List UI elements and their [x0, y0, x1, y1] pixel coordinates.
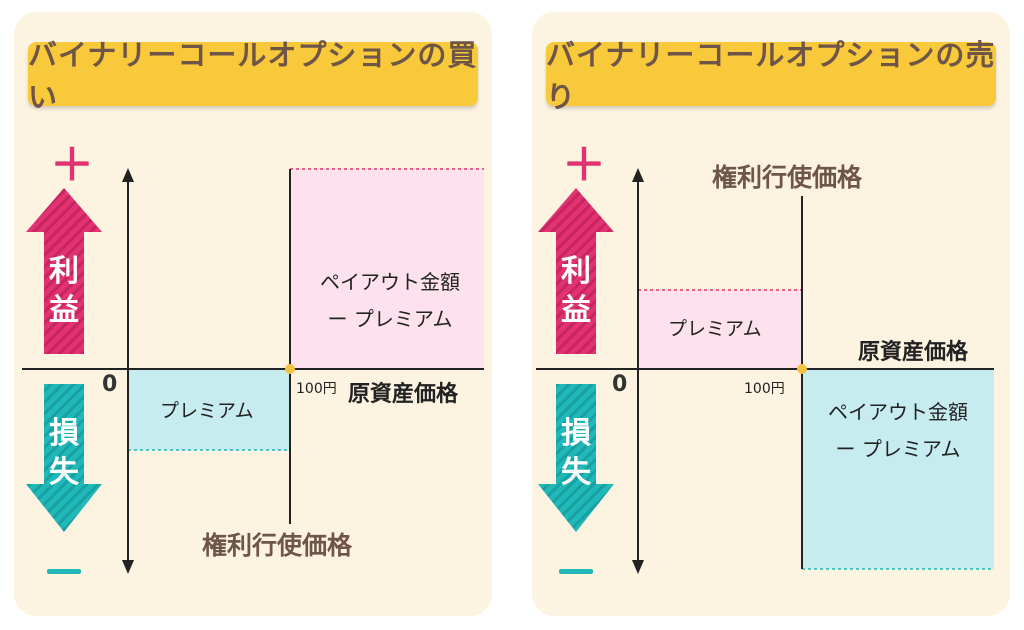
plus-sign: ＋: [562, 140, 606, 191]
y-axis-arrow-down: [122, 560, 134, 574]
loss-label: 損 失: [561, 416, 591, 490]
x-axis-label: 原資産価格: [348, 382, 459, 407]
x-axis-label: 原資産価格: [858, 340, 969, 365]
premium-profit-area: [638, 290, 802, 369]
profit-arrow: [538, 188, 614, 354]
payout-label: ペイアウト金額 ー プレミアム: [320, 270, 460, 331]
minus-sign: －: [47, 569, 81, 574]
panel-buy-call: バイナリーコールオプションの買い ＋: [14, 12, 492, 616]
premium-label: プレミアム: [668, 318, 762, 340]
payout-loss-area: [802, 369, 994, 569]
profit-arrow: [26, 188, 102, 354]
zero-label: 0: [102, 372, 118, 397]
payout-label: ペイアウト金額 ー プレミアム: [828, 400, 968, 461]
profit-label: 利 益: [561, 254, 591, 328]
y-axis-arrow-up: [632, 168, 644, 182]
strike-label: 権利行使価格: [202, 531, 353, 560]
loss-arrow: [26, 384, 102, 532]
panel-title: バイナリーコールオプションの買い: [28, 38, 478, 114]
panel-title: バイナリーコールオプションの売り: [546, 38, 996, 114]
y-axis-arrow-up: [122, 168, 134, 182]
price-label: 100円: [744, 381, 785, 397]
strike-dot: [285, 364, 295, 374]
zero-label: 0: [612, 372, 628, 397]
payout-area: [290, 169, 484, 369]
premium-label: プレミアム: [160, 400, 254, 422]
minus-sign: －: [559, 569, 593, 574]
premium-loss-area: [128, 369, 290, 450]
loss-arrow: [538, 384, 614, 532]
buy-diagram-svg: [22, 168, 484, 574]
y-axis-arrow-down: [632, 560, 644, 574]
loss-label: 損 失: [49, 416, 79, 490]
strike-dot: [797, 364, 807, 374]
plus-sign: ＋: [50, 140, 94, 191]
price-label: 100円: [296, 381, 337, 397]
sell-diagram-svg: [536, 168, 994, 574]
strike-label: 権利行使価格: [712, 163, 863, 192]
profit-label: 利 益: [49, 254, 79, 328]
panel-sell-call: バイナリーコールオプションの売り ＋ 利 益 損: [532, 12, 1010, 616]
